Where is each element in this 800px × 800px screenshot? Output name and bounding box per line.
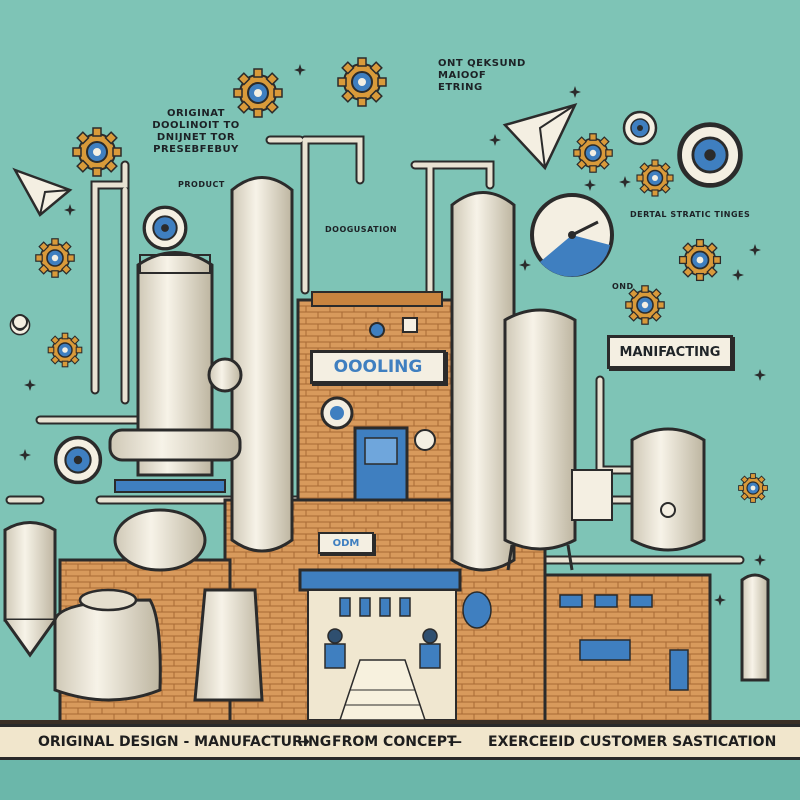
paper-plane-icon [502, 103, 578, 171]
paper-plane-icon [12, 167, 73, 217]
gear-icon [636, 159, 674, 197]
floor-line [0, 720, 800, 726]
gauge-icon [622, 110, 658, 146]
storage-tank [503, 308, 577, 571]
lower-center-sign: ODM [318, 532, 374, 554]
center-sign: OOOLING [310, 350, 446, 384]
right-tiny-label: OND [612, 282, 634, 291]
top-left-sublabel: PRODUCT [178, 180, 225, 189]
boiler-pot [53, 588, 162, 702]
footer-banner: ORIGINAL DESIGN - MANUFACTURING → FROM C… [0, 724, 800, 760]
gauge-icon [53, 435, 103, 485]
gear-icon [47, 332, 83, 368]
banner-text-2: FROM CONCEPT [332, 734, 457, 750]
bottom-band [0, 760, 800, 800]
gear-icon [572, 133, 614, 173]
lightbulb-icon [12, 314, 28, 330]
gear-icon [337, 57, 387, 107]
gear-icon [34, 237, 76, 278]
banner-text-3: EXERCEEID CUSTOMER SASTICATION [488, 734, 777, 750]
storage-tank [740, 573, 770, 682]
storage-tank [450, 191, 516, 572]
top-right-label: ONT QEKSUND MAIOOF ETRING [438, 58, 526, 93]
right-sign: MANIFACTING [607, 335, 733, 369]
center-small-label: DOOGUSATION [325, 225, 398, 234]
storage-tank [3, 521, 57, 658]
gear-icon [737, 473, 769, 503]
round-tank [113, 508, 207, 572]
funnel-tank [193, 588, 264, 702]
right-small-label: DERTAL STRATIC TINGES [630, 210, 751, 219]
gear-icon [678, 238, 722, 282]
valve-panel [462, 591, 689, 691]
arrow-right-icon: → [298, 734, 310, 750]
top-left-label: ORIGINAT DOOLINOIT TO DNIJNET TOR PRESEB… [152, 108, 240, 155]
banner-text-1: ORIGINAL DESIGN - MANUFACTURING [38, 734, 332, 750]
pressure-dial-icon [530, 193, 614, 277]
gauge-icon [680, 125, 741, 186]
gauge-icon [142, 205, 188, 251]
storage-tank [230, 176, 294, 553]
brick-building [296, 291, 458, 522]
banner-dash: — [448, 734, 462, 750]
storage-tank [571, 427, 706, 552]
reactor-tank [108, 251, 243, 493]
gear-icon [72, 127, 122, 177]
